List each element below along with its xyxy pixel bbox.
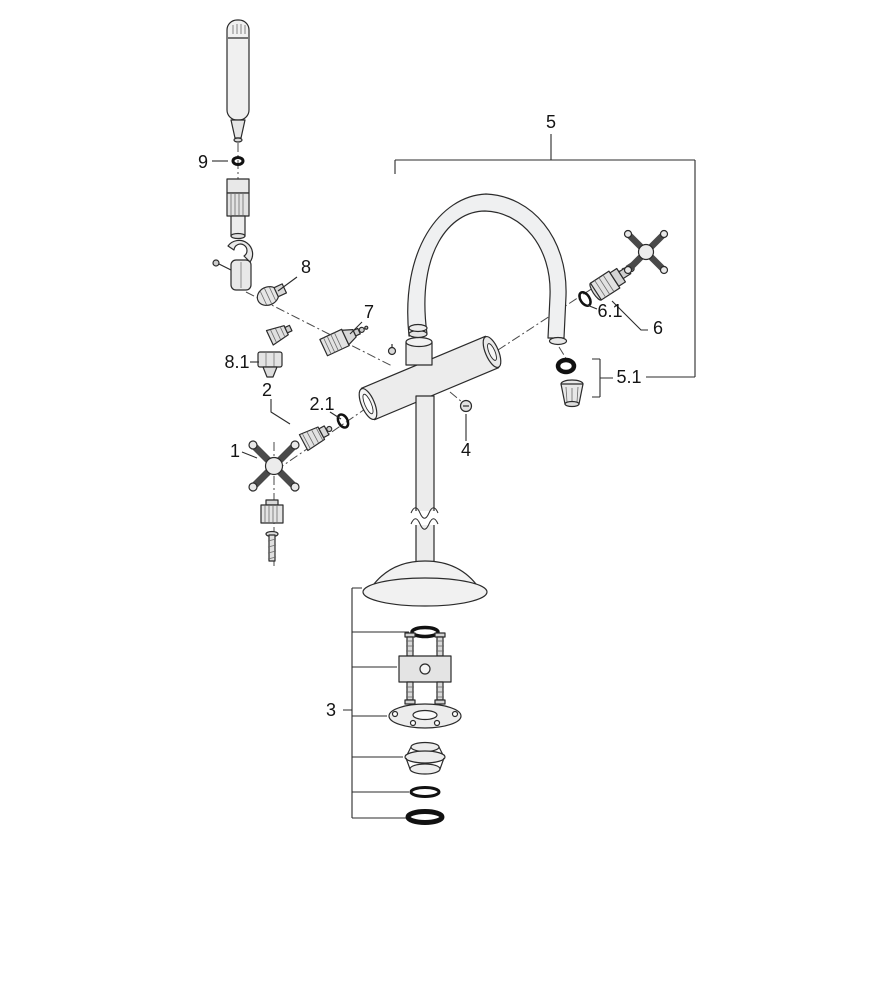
label-4: 4: [461, 440, 471, 460]
mount-oring-bottom: [405, 809, 445, 825]
shower-holder-bracket: [212, 239, 254, 291]
label-8: 8: [301, 257, 311, 277]
leader-lines: [212, 134, 696, 819]
standpipe: [407, 395, 443, 581]
spout-end-ring: [548, 336, 568, 346]
bracket-screw: [212, 259, 232, 271]
mount-oring-top: [410, 625, 440, 639]
spout: [407, 193, 568, 346]
aerator: [560, 379, 584, 408]
body-set-screw: [387, 344, 397, 356]
label-8-1: 8.1: [224, 352, 249, 372]
label-6-1: 6.1: [597, 301, 622, 321]
label-3: 3: [326, 700, 336, 720]
handle-adapter: [260, 499, 284, 524]
faucet-body: [358, 335, 502, 421]
hose-connector: [226, 178, 250, 240]
gland-fitting: [404, 741, 446, 775]
cross-handle-right: [623, 229, 669, 275]
floor-escutcheon: [362, 560, 488, 607]
handle-screw: [265, 530, 279, 562]
connector-oring: [336, 413, 350, 429]
label-5: 5: [546, 112, 556, 132]
label-7: 7: [364, 302, 374, 322]
callout-labels: 9 8 8.1 7 5 5.1 6 6.1 2 2.1 1 4 3: [198, 112, 663, 720]
label-2: 2: [262, 380, 272, 400]
connector-left: [298, 425, 333, 452]
mounting-kit: [388, 625, 462, 825]
label-5-1: 5.1: [616, 367, 641, 387]
plug-screw: [459, 399, 473, 413]
spout-oring: [555, 357, 577, 375]
label-1: 1: [230, 441, 240, 461]
label-9: 9: [198, 152, 208, 172]
label-2-1: 2.1: [309, 394, 334, 414]
cross-handle-left: [248, 440, 300, 492]
mount-oring-mid: [409, 786, 441, 798]
label-6: 6: [653, 318, 663, 338]
stud-block: [398, 632, 452, 705]
shower-oring: [231, 156, 245, 166]
hand-shower: [226, 19, 250, 143]
spout-mount-post: [405, 336, 433, 366]
floor-flange: [388, 703, 462, 729]
union-nut: [257, 351, 283, 378]
check-valve: [319, 325, 369, 357]
